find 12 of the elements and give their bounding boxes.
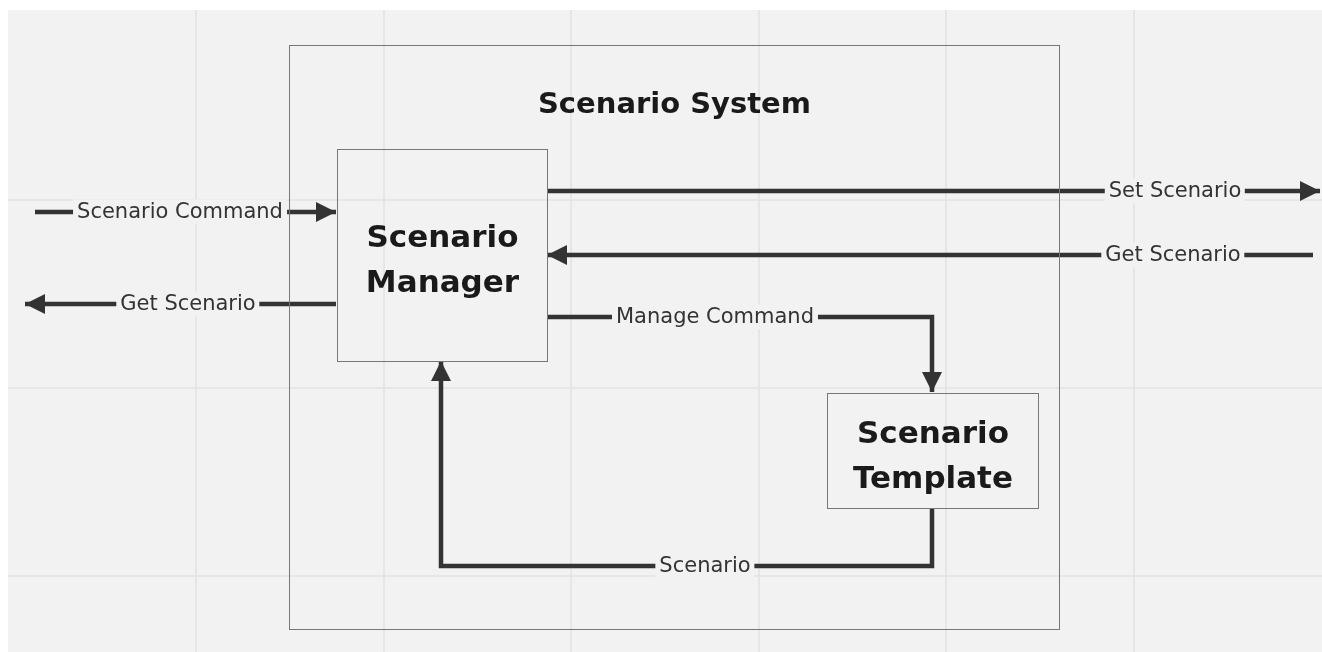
group-label: Scenario System [537,85,812,122]
edge-label: Set Scenario [1104,178,1246,204]
box-label: Scenario Template [852,413,1014,497]
box-label: Scenario Manager [364,217,521,301]
process-box [337,149,548,362]
edge-label: Scenario [655,553,755,579]
edge-label: Manage Command [612,304,818,330]
edge-label: Scenario Command [73,199,287,225]
edge-label: Get Scenario [1101,242,1245,268]
process-box [827,393,1039,509]
system-boundary [289,45,1060,630]
edge-label: Get Scenario [116,291,260,317]
